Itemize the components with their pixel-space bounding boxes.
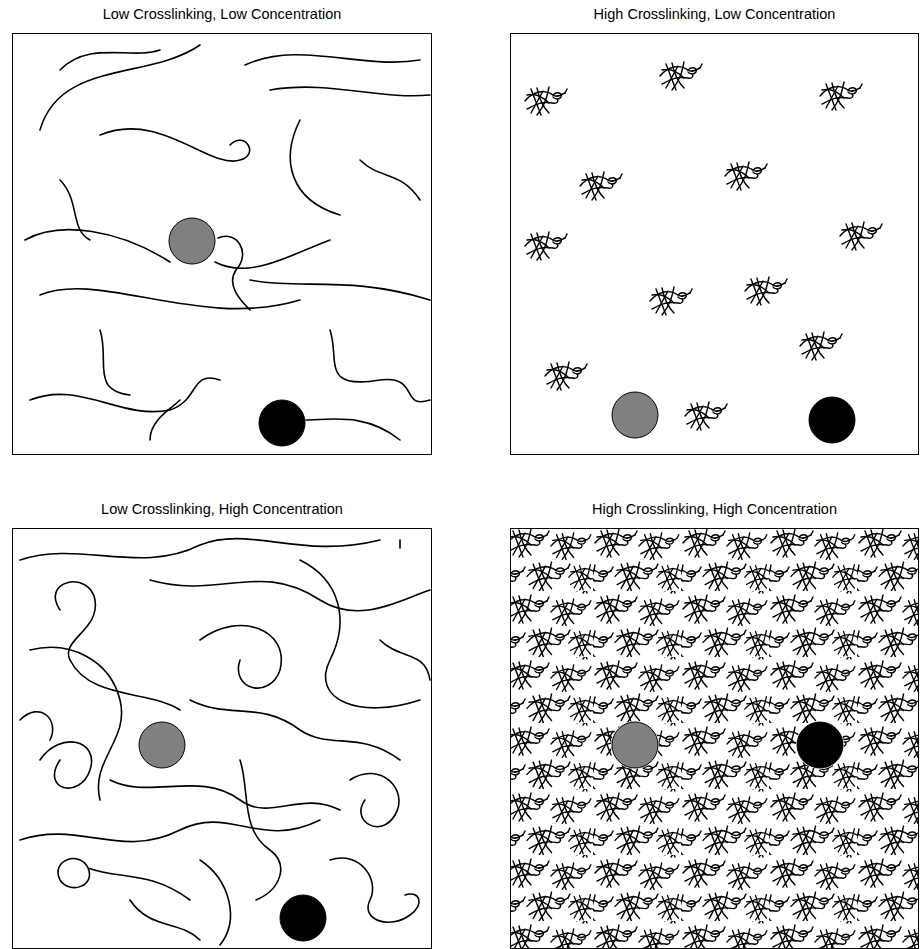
panel: High Crosslinking, High Concentration	[510, 499, 919, 949]
panel-title: Low Crosslinking, Low Concentration	[12, 4, 432, 24]
panel-title: High Crosslinking, High Concentration	[510, 499, 919, 519]
panel-title: High Crosslinking, Low Concentration	[510, 4, 919, 24]
panel-frame	[510, 33, 919, 455]
panel: Low Crosslinking, High Concentration	[12, 499, 432, 949]
panel: High Crosslinking, Low Concentration	[510, 4, 919, 455]
panel-title: Low Crosslinking, High Concentration	[12, 499, 432, 519]
panel: Low Crosslinking, Low Concentration	[12, 4, 432, 455]
panel-frame	[12, 528, 432, 949]
panel-frame	[510, 528, 919, 949]
panel-frame	[12, 33, 432, 455]
